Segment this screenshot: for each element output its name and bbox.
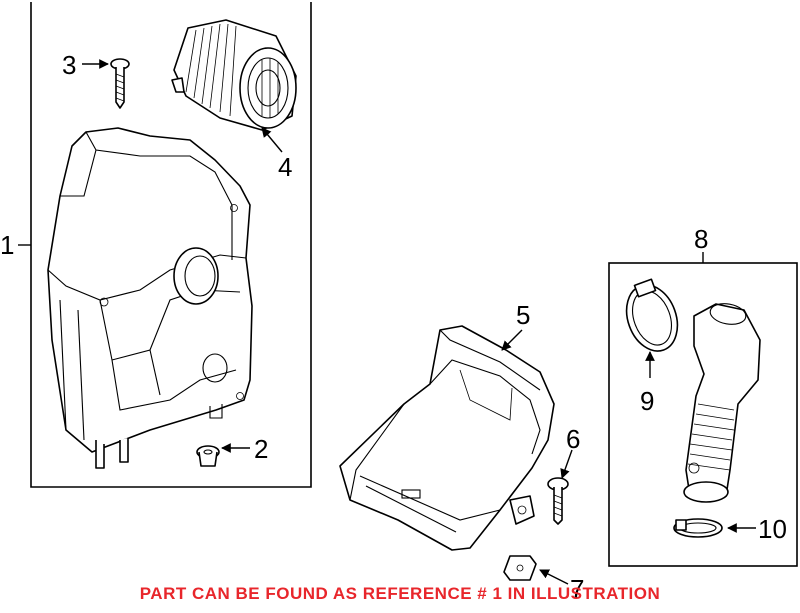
- group-box-1: [18, 2, 312, 488]
- callout-6: 6: [566, 424, 580, 454]
- callout-10: 10: [758, 514, 787, 544]
- intake-hose-part-8[interactable]: [683, 301, 761, 503]
- air-cleaner-housing[interactable]: [47, 127, 253, 469]
- air-filter-element-part-4[interactable]: [171, 19, 297, 131]
- hose-clamp-part-9[interactable]: [618, 278, 686, 358]
- callout-1: 1: [0, 230, 14, 260]
- callout-7: 7: [570, 574, 584, 604]
- hose-clamp-part-10[interactable]: [673, 518, 723, 538]
- callout-3: 3: [62, 50, 76, 80]
- grommet-part-2[interactable]: [196, 445, 220, 467]
- callout-4: 4: [278, 152, 292, 182]
- clip-part-7[interactable]: [503, 555, 537, 581]
- leader-arrows: [82, 59, 756, 585]
- intake-duct-part-5[interactable]: [339, 325, 555, 551]
- callout-5: 5: [516, 300, 530, 330]
- callout-labels: 1 2 3 4 5 6 7 8 9 10: [0, 50, 787, 604]
- callout-8: 8: [694, 224, 708, 254]
- reference-note: PART CAN BE FOUND AS REFERENCE # 1 IN IL…: [139, 584, 661, 603]
- screw-part-3[interactable]: [110, 58, 130, 109]
- callout-9: 9: [640, 386, 654, 416]
- callout-2: 2: [254, 434, 268, 464]
- bolt-part-6[interactable]: [547, 477, 569, 525]
